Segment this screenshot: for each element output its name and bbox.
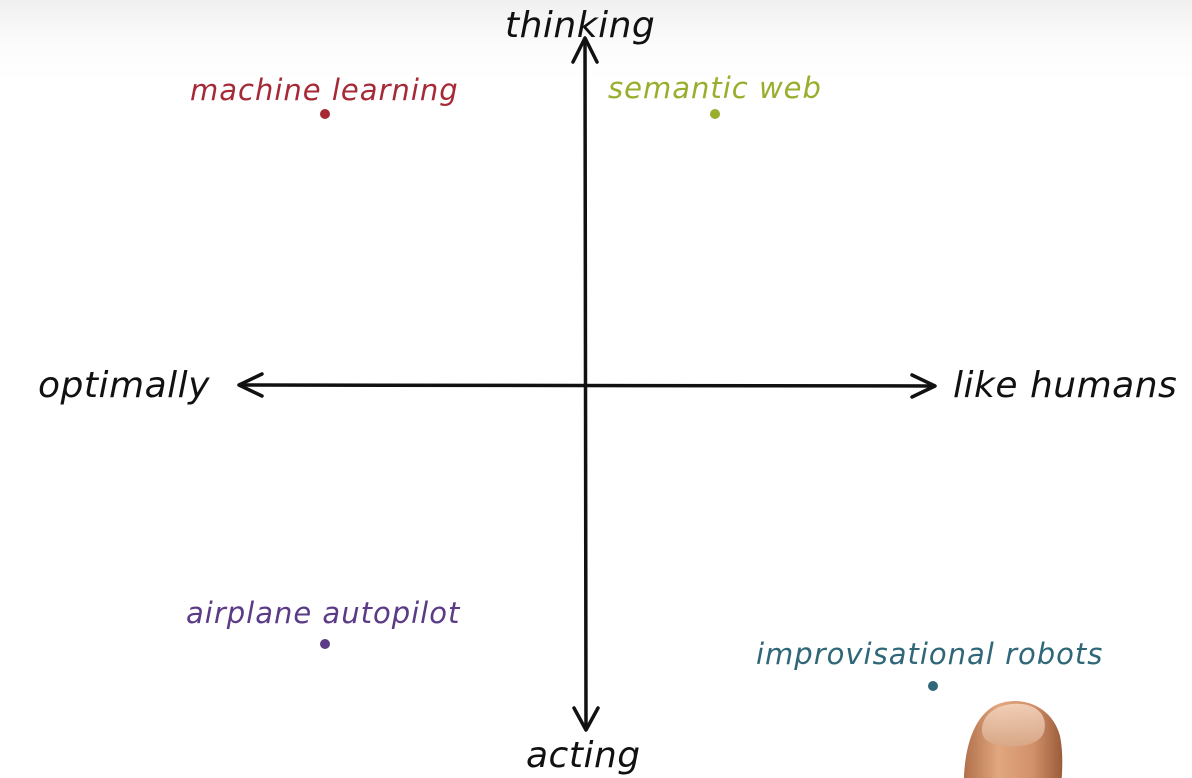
- arrowhead-left: [237, 372, 264, 398]
- arrowhead-down: [572, 706, 600, 732]
- horizontal-axis: [238, 383, 936, 388]
- axis-label-optimally: optimally: [38, 365, 210, 406]
- fingernail-shape: [981, 703, 1045, 747]
- point-dot-airplane-autopilot: [320, 639, 330, 649]
- point-dot-improvisational-robots: [928, 681, 938, 691]
- axis-label-acting: acting: [526, 735, 641, 776]
- axis-label-thinking: thinking: [505, 5, 656, 46]
- point-label-airplane-autopilot: airplane autopilot: [186, 596, 461, 630]
- point-label-semantic-web: semantic web: [608, 71, 822, 105]
- point-label-improvisational-robots: improvisational robots: [756, 637, 1104, 671]
- arrowhead-up: [571, 36, 599, 64]
- arrowhead-right: [910, 373, 937, 399]
- axis-label-like-humans: like humans: [953, 365, 1178, 406]
- pointing-finger-icon: [963, 700, 1063, 778]
- point-dot-semantic-web: [710, 109, 720, 119]
- point-dot-machine-learning: [320, 109, 330, 119]
- point-label-machine-learning: machine learning: [190, 73, 459, 107]
